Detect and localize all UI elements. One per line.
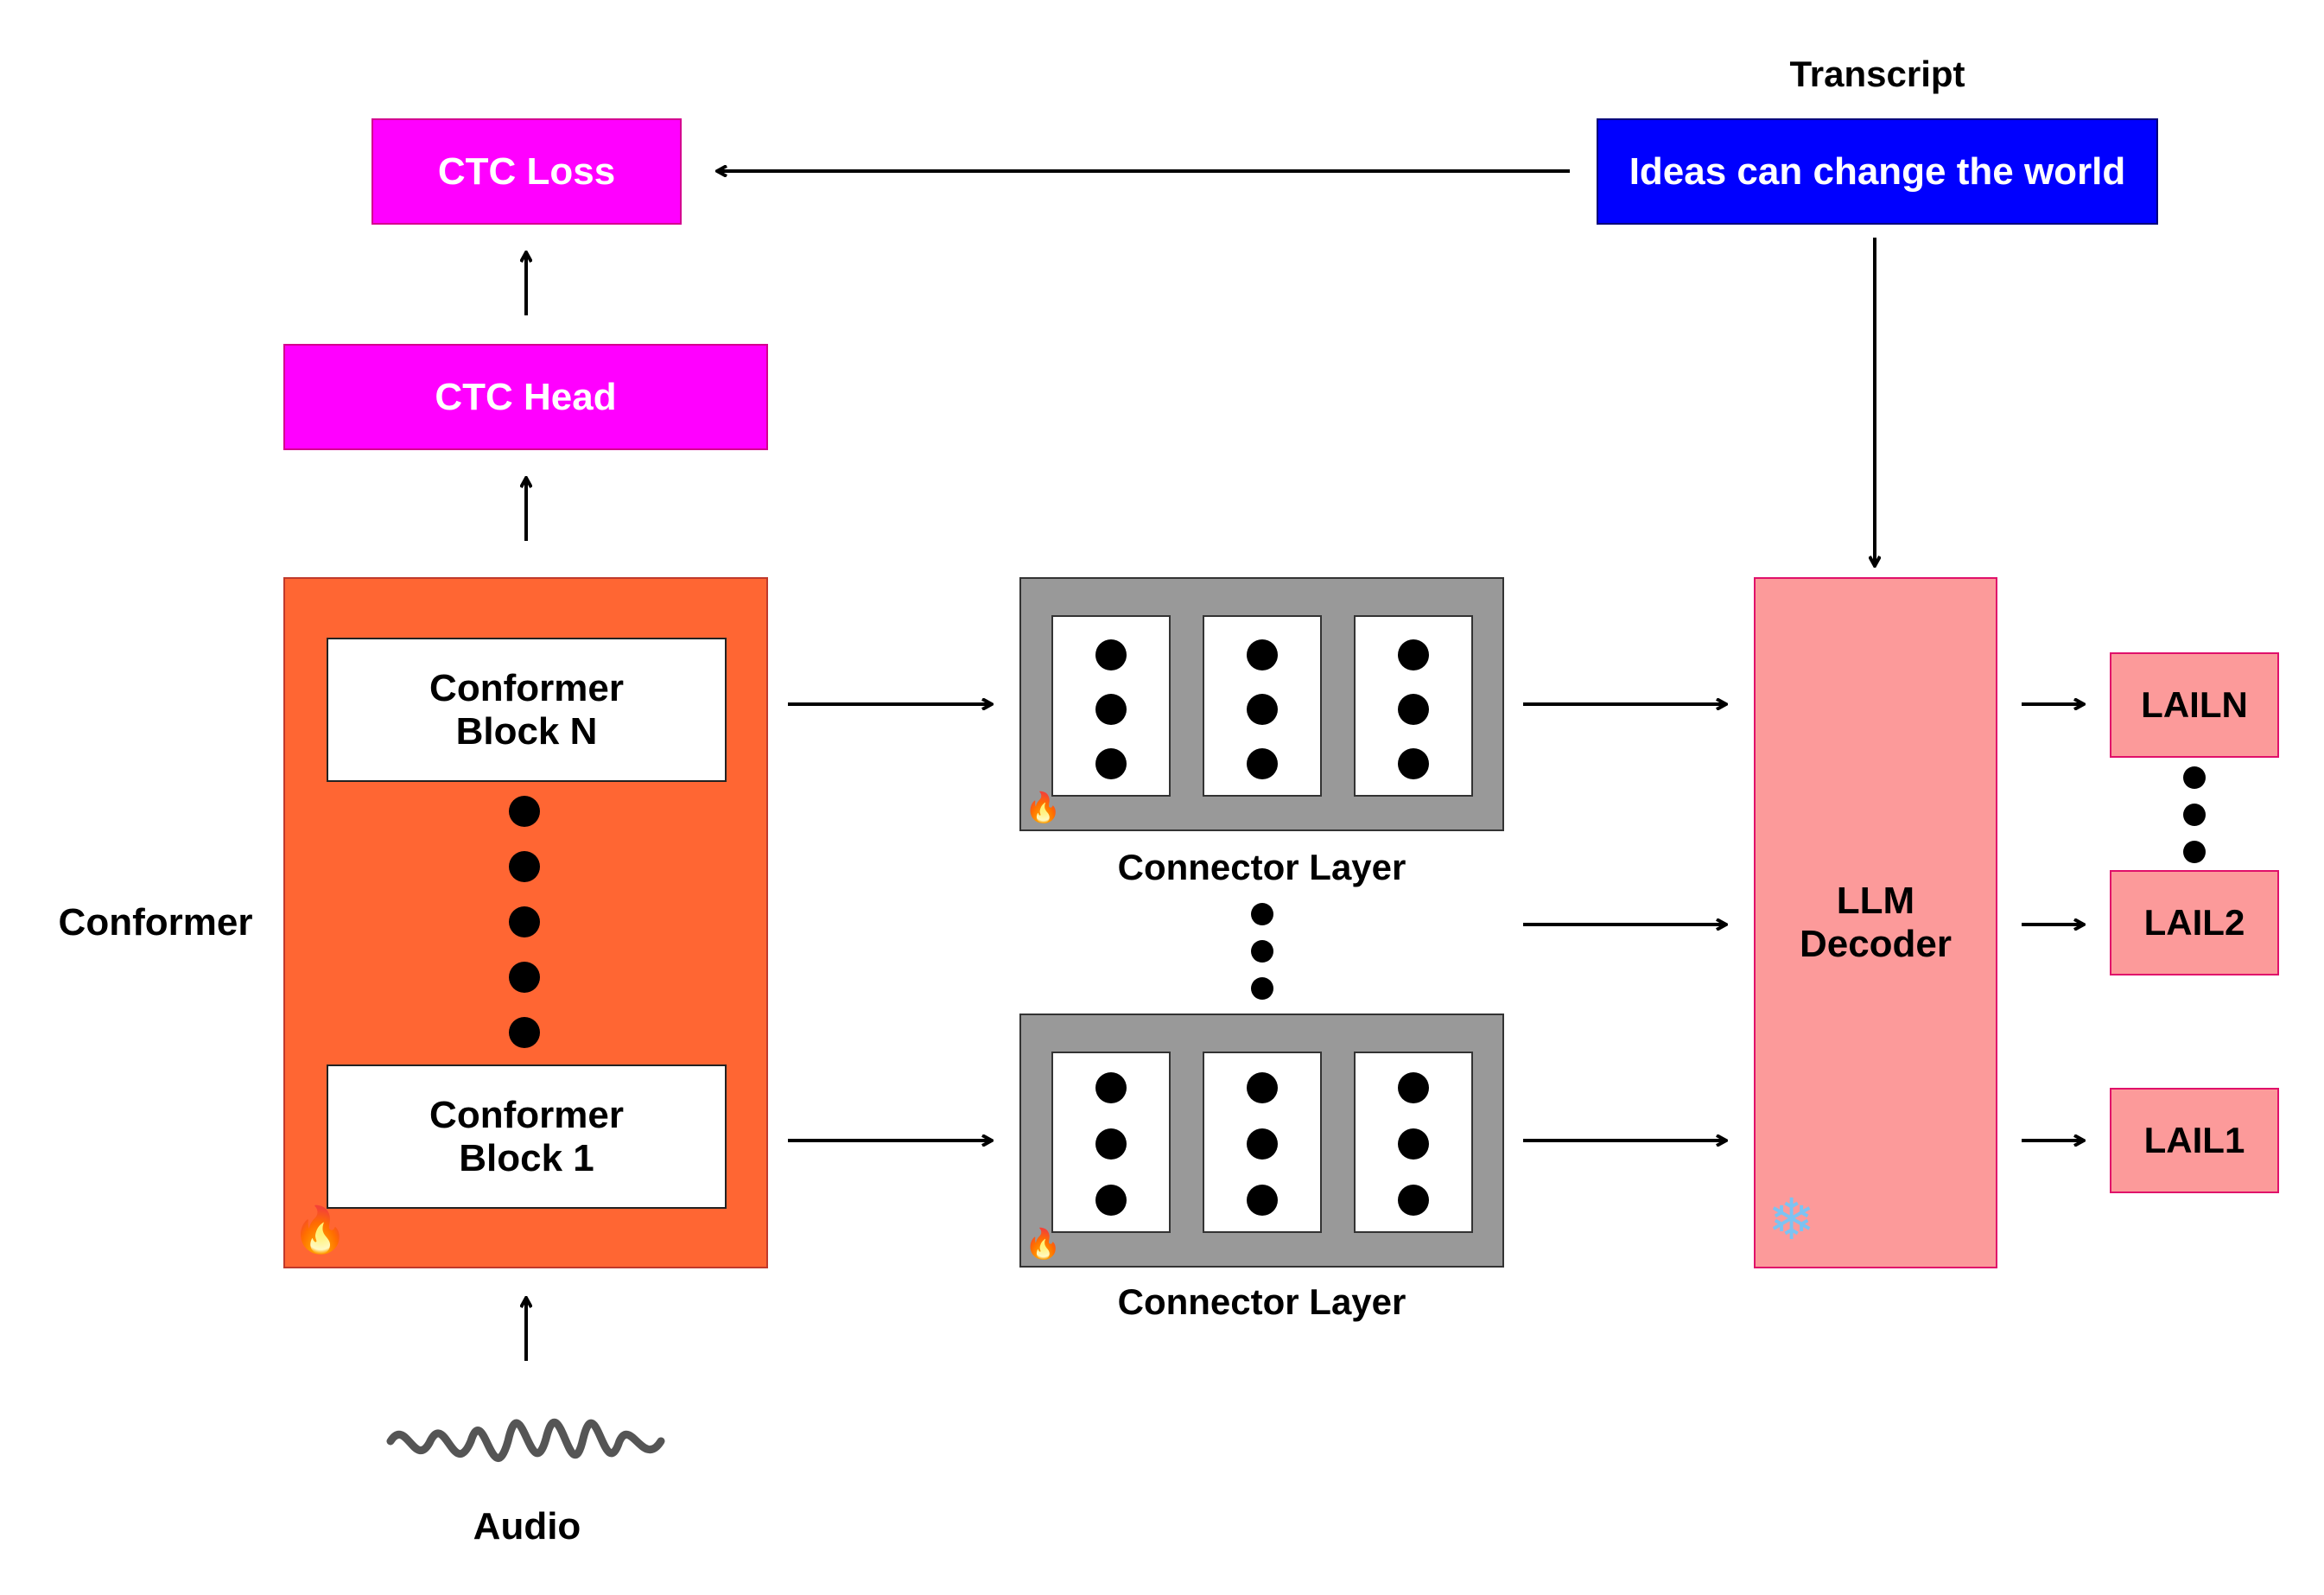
conformer-block-n: Conformer Block N <box>327 638 727 782</box>
connector-slot <box>1354 615 1473 797</box>
ctc-loss-label: CTC Loss <box>437 149 616 193</box>
ctc-head-label: CTC Head <box>435 375 617 418</box>
ellipsis-dot <box>1398 1185 1429 1216</box>
output-lail2: LAIL2 <box>2110 870 2279 975</box>
ellipsis-dot <box>509 796 540 827</box>
conformer-block-1-line1: Conformer <box>429 1093 624 1136</box>
connector-slot <box>1051 1052 1171 1233</box>
ellipsis-dot <box>1095 694 1127 725</box>
transcript-text: Ideas can change the world <box>1629 149 2126 193</box>
transcript-title: Transcript <box>1789 54 1965 94</box>
output-lailn: LAILN <box>2110 652 2279 758</box>
conformer-block-1-line2: Block 1 <box>459 1136 594 1179</box>
connector-slot <box>1203 1052 1322 1233</box>
ctc-loss-box: CTC Loss <box>371 118 682 225</box>
output-lailn-label: LAILN <box>2141 684 2248 725</box>
ellipsis-dot <box>1398 694 1429 725</box>
ellipsis-dot <box>1398 748 1429 779</box>
ellipsis-dot <box>2183 841 2206 863</box>
connector-layer-top-label: Connector Layer <box>1117 847 1406 887</box>
llm-decoder-box: LLM Decoder <box>1754 577 1997 1268</box>
llm-decoder-line1: LLM <box>1836 880 1915 922</box>
fire-icon: 🔥 <box>1025 1228 1062 1261</box>
connector-layer-top: 🔥 <box>1019 577 1504 831</box>
output-lail1-label: LAIL1 <box>2143 1120 2245 1160</box>
ellipsis-dot <box>1251 940 1273 963</box>
ellipsis-dot <box>1247 748 1278 779</box>
ellipsis-dot <box>1095 1185 1127 1216</box>
ellipsis-dot <box>509 851 540 882</box>
conformer-block-n-line1: Conformer <box>429 666 624 709</box>
ellipsis-dot <box>1095 1128 1127 1160</box>
connector-slot <box>1203 615 1322 797</box>
ellipsis-dot <box>1247 1185 1278 1216</box>
conformer-block-n-line2: Block N <box>455 709 598 753</box>
connector-slot <box>1051 615 1171 797</box>
ellipsis-dot <box>1247 694 1278 725</box>
output-lail1: LAIL1 <box>2110 1088 2279 1193</box>
conformer-block-1: Conformer Block 1 <box>327 1064 727 1209</box>
ellipsis-dot <box>1247 1128 1278 1160</box>
llm-decoder-line2: Decoder <box>1799 923 1953 965</box>
ellipsis-dot <box>2183 766 2206 789</box>
output-lail2-label: LAIL2 <box>2143 902 2245 943</box>
ellipsis-dot <box>1247 639 1278 670</box>
ellipsis-dot <box>1251 977 1273 1000</box>
ellipsis-dot <box>509 1017 540 1048</box>
ellipsis-dot <box>2183 804 2206 826</box>
connector-layer-bottom: 🔥 <box>1019 1014 1504 1268</box>
ellipsis-dot <box>509 962 540 993</box>
snowflake-icon: ❄ <box>1768 1187 1816 1251</box>
connector-layer-bottom-label: Connector Layer <box>1117 1281 1406 1322</box>
fire-icon: 🔥 <box>292 1205 348 1255</box>
ellipsis-dot <box>1247 1072 1278 1103</box>
ellipsis-dot <box>509 906 540 937</box>
ellipsis-dot <box>1095 748 1127 779</box>
ellipsis-dot <box>1251 903 1273 925</box>
audio-label: Audio <box>473 1505 581 1547</box>
ellipsis-dot <box>1095 1072 1127 1103</box>
ellipsis-dot <box>1398 639 1429 670</box>
waveform-icon <box>386 1418 665 1462</box>
fire-icon: 🔥 <box>1025 791 1062 824</box>
ctc-head-box: CTC Head <box>283 344 768 450</box>
connector-slot <box>1354 1052 1473 1233</box>
ellipsis-dot <box>1398 1072 1429 1103</box>
ellipsis-dot <box>1095 639 1127 670</box>
transcript-box: Ideas can change the world <box>1597 118 2158 225</box>
ellipsis-dot <box>1398 1128 1429 1160</box>
conformer-label: Conformer <box>58 901 253 944</box>
